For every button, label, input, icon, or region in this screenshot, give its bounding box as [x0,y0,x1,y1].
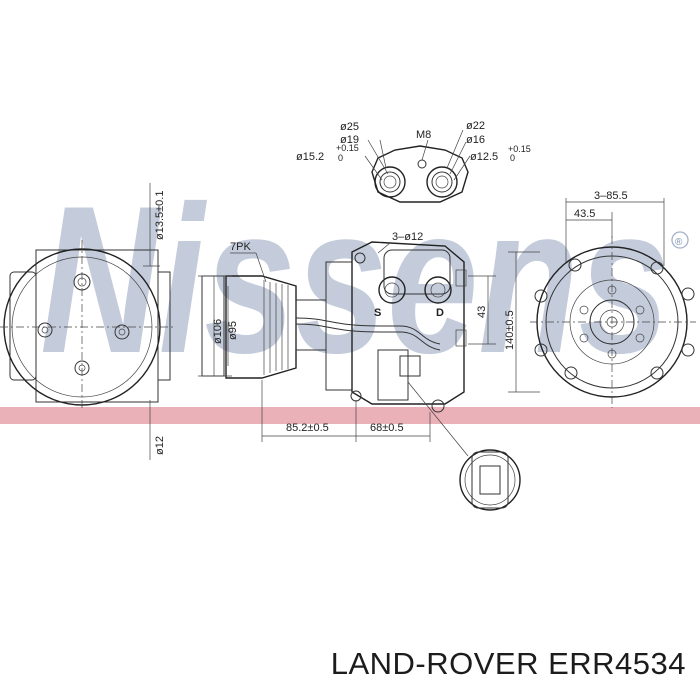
dim-w3855: 3–85.5 [594,190,628,202]
port-detail-view: ø25 ø19 ø15.2 +0.15 0 M8 ø22 ø16 ø12.5 +… [296,120,531,203]
watermark-registered-mark: ® [675,237,683,248]
right-rear-view: 3–85.5 43.5 140±0.5 [504,190,696,408]
suction-port-label: S [374,307,381,319]
watermark-registered-icon [671,231,689,249]
pulley-type-label: 7PK [230,241,251,253]
dim-d135: ø13.5±0.1 [154,191,166,240]
dim-m8: M8 [416,129,431,141]
dim-d125-tol-up: +0.15 [508,144,531,154]
side-view: S D ø106 ø95 7PK 3–ø12 43 85.2±0.5 68±0.… [198,231,521,511]
dim-d106: ø106 [212,319,224,344]
dim-d125: ø12.5 [470,151,498,163]
dim-d25: ø25 [340,121,359,133]
dim-d152: ø15.2 [296,151,324,163]
dim-d16: ø16 [466,134,485,146]
dim-w435: 43.5 [574,208,595,220]
dim-3-holes: 3–ø12 [392,231,423,243]
part-caption: LAND-ROVER ERR4534 [330,646,686,681]
dim-d125-tol-low: 0 [510,153,515,163]
dim-d140: 140±0.5 [504,310,516,350]
dim-len852: 85.2±0.5 [286,422,329,434]
dim-d19: ø19 [340,134,359,146]
left-front-view: ø13.5±0.1 ø12 [0,183,175,460]
dim-d152-tol-up: +0.15 [336,143,359,153]
pink-band [0,407,700,424]
discharge-port-label: D [436,307,444,319]
dim-len68: 68±0.5 [370,422,404,434]
dim-d22: ø22 [466,120,485,132]
dim-h43: 43 [476,306,488,318]
dim-d95: ø95 [227,321,239,340]
dim-d152-tol-low: 0 [338,153,343,163]
watermark-text: Nissens [40,162,670,397]
dim-d12: ø12 [154,436,166,455]
